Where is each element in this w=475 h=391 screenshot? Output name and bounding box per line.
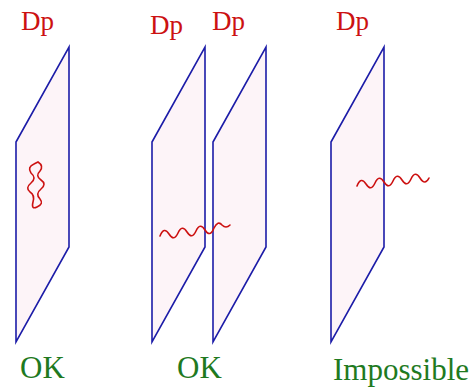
open-string: [357, 174, 429, 188]
brane-plane: [331, 47, 384, 342]
brane-plane: [16, 47, 69, 342]
closed-string: [28, 162, 44, 208]
brane-plane: [152, 47, 205, 342]
brane-label: Dp: [150, 12, 183, 39]
brane-plane: [213, 47, 266, 342]
brane-label: Dp: [336, 8, 369, 35]
verdict-label: OK: [20, 352, 65, 383]
verdict-label: Impossible: [333, 354, 469, 385]
brane-label: Dp: [212, 8, 245, 35]
open-string: [160, 223, 230, 238]
brane-label: Dp: [21, 8, 54, 35]
verdict-label: OK: [177, 352, 222, 383]
